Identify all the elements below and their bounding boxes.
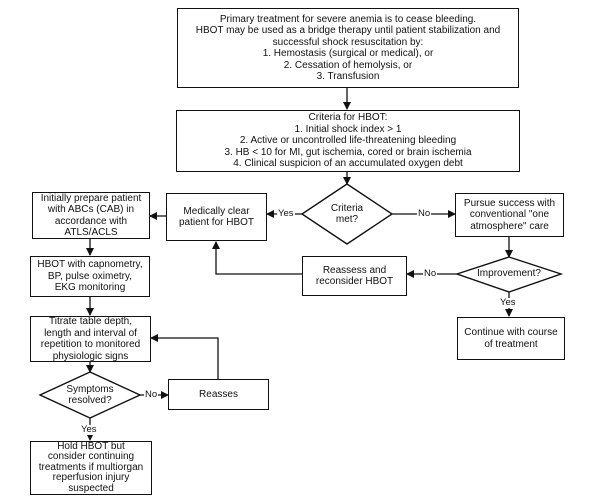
criteria-for-hbot-box: Criteria for HBOT: 1. Initial shock inde… <box>176 110 520 172</box>
no-label-symptoms: No <box>144 389 159 400</box>
criteria-met-label: Criteria met? <box>330 202 364 226</box>
initially-prepare-box: Initially prepare patient with ABCs (CAB… <box>32 192 150 239</box>
improvement-diamond <box>454 256 564 293</box>
pursue-success-box: Pursue success with conventional "one at… <box>455 193 564 237</box>
symptoms-resolved-label: Symptoms resolved? <box>66 383 114 407</box>
no-label-improvement: No <box>423 268 438 279</box>
medically-clear-box: Medically clear patient for HBOT <box>166 193 267 241</box>
hbot-monitoring-box: HBOT with capnometry, BP, pulse oximetry… <box>30 256 150 297</box>
hold-hbot-box: Hold HBOT but consider continuing treatm… <box>30 441 152 495</box>
reasses-box: Reasses <box>168 379 269 410</box>
yes-label-improvement: Yes <box>499 297 517 308</box>
reassess-reconsider-box: Reassess and reconsider HBOT <box>302 256 407 296</box>
continue-course-box: Continue with course of treatment <box>457 317 565 360</box>
criteria-met-diamond <box>300 183 394 245</box>
no-label-criteria: No <box>417 208 432 219</box>
improvement-label: Improvement? <box>477 268 541 280</box>
symptoms-resolved-diamond <box>38 371 142 419</box>
yes-label-symptoms: Yes <box>80 424 98 435</box>
arrow-reassess-to-medically-clear <box>212 241 302 275</box>
yes-label-criteria: Yes <box>277 208 295 219</box>
titrate-box: Titrate table depth, length and interval… <box>30 316 151 362</box>
arrow-reasses-to-titrate <box>150 334 219 379</box>
top-treatment-box: Primary treatment for severe anemia is t… <box>177 8 519 88</box>
